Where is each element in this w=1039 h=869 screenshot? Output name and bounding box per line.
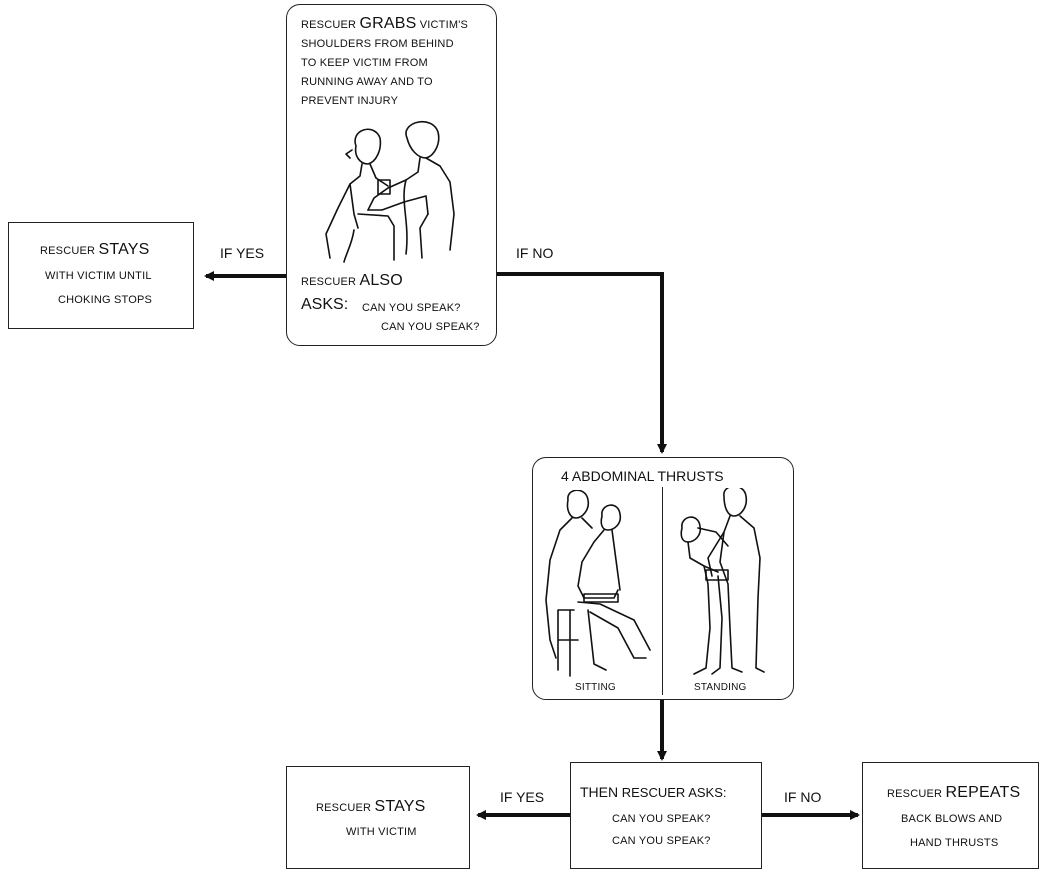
center-box-line-1: THEN RESCUER ASKS: bbox=[580, 784, 727, 800]
abdominal-thrusts-box bbox=[532, 457, 794, 700]
standing-thrust-illustration bbox=[680, 488, 765, 675]
asks-line: ASKS: bbox=[301, 296, 349, 313]
stays-with-victim-box bbox=[286, 766, 470, 869]
arrow-if-no-top bbox=[497, 272, 667, 454]
left-box-line-2: WITH VICTIM UNTIL bbox=[45, 270, 152, 282]
label-if-no-top: IF NO bbox=[516, 245, 554, 261]
center-question-1: CAN YOU SPEAK? bbox=[612, 813, 711, 825]
repeats-back-blows-box bbox=[862, 762, 1039, 869]
also-line: RESCUER ALSO bbox=[301, 272, 403, 289]
bottom-left-line-2: WITH VICTIM bbox=[346, 826, 417, 838]
thrusts-title: 4 ABDOMINAL THRUSTS bbox=[561, 468, 724, 484]
sitting-thrust-illustration bbox=[545, 490, 651, 677]
thrusts-divider bbox=[662, 487, 663, 695]
rescuer-grabs-victim-illustration bbox=[325, 121, 455, 263]
label-if-yes-bottom: IF YES bbox=[500, 789, 545, 805]
grab-shoulders-box bbox=[286, 4, 497, 346]
bottom-right-line-3: HAND THRUSTS bbox=[910, 837, 999, 849]
label-if-yes-top: IF YES bbox=[220, 245, 265, 261]
top-line-4: RUNNING AWAY AND TO bbox=[301, 76, 433, 88]
center-question-2: CAN YOU SPEAK? bbox=[612, 835, 711, 847]
bottom-left-line-1: RESCUER STAYS bbox=[316, 798, 426, 815]
stays-until-choking-stops-box bbox=[8, 222, 194, 329]
top-line-3: TO KEEP VICTIM FROM bbox=[301, 57, 428, 69]
asks-question-2: CAN YOU SPEAK? bbox=[381, 321, 480, 333]
bottom-right-line-1: RESCUER REPEATS bbox=[887, 784, 1021, 801]
left-box-line-1: RESCUER STAYS bbox=[40, 241, 150, 258]
then-rescuer-asks-box bbox=[570, 762, 762, 869]
top-line-1: RESCUER GRABS VICTIM'S bbox=[301, 15, 469, 32]
asks-question-1: CAN YOU SPEAK? bbox=[362, 302, 461, 314]
standing-caption: STANDING bbox=[694, 682, 747, 693]
label-if-no-bottom: IF NO bbox=[784, 789, 822, 805]
top-line-5: PREVENT INJURY bbox=[301, 95, 399, 107]
bottom-right-line-2: BACK BLOWS AND bbox=[901, 813, 1003, 825]
left-box-line-3: CHOKING STOPS bbox=[58, 294, 153, 306]
top-line-2: SHOULDERS FROM BEHIND bbox=[301, 38, 454, 50]
sitting-caption: SITTING bbox=[575, 682, 616, 693]
